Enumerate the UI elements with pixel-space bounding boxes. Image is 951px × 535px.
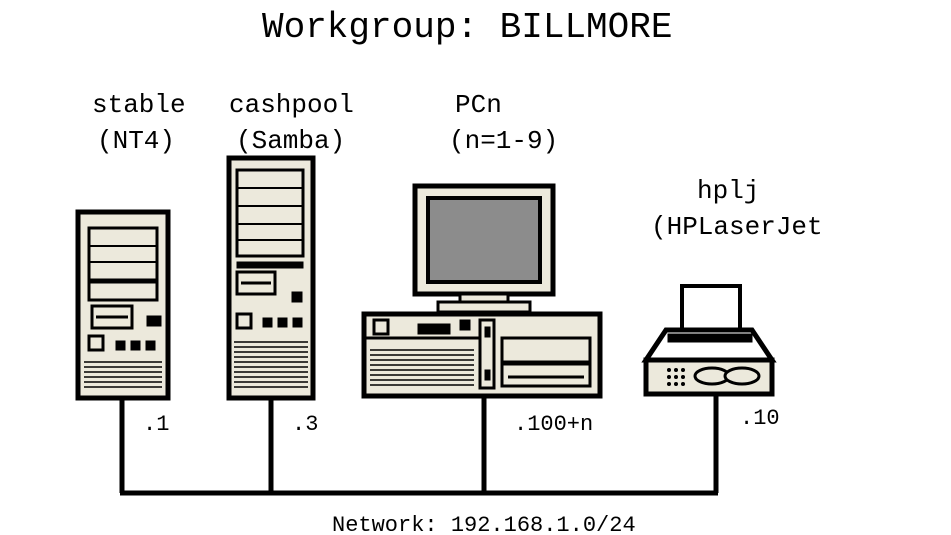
cashpool-name-label: cashpool	[229, 90, 354, 120]
hplj-role-label: (HPLaserJet	[651, 212, 823, 242]
network-bus	[119, 394, 719, 496]
stable-address-label: .1	[143, 412, 169, 437]
hplj-address-label: .10	[740, 406, 780, 431]
hplj-name-label: hplj	[697, 176, 759, 206]
workgroup-title: Workgroup: BILLMORE	[262, 7, 672, 48]
tall-tower-computer-icon	[226, 155, 316, 401]
stable-name-label: stable	[92, 90, 186, 120]
tower-computer-icon	[75, 209, 171, 401]
network-label: Network: 192.168.1.0/24	[332, 513, 636, 535]
cashpool-address-label: .3	[292, 412, 318, 437]
pcn-name-label: PCn	[455, 90, 502, 120]
cashpool-role-label: (Samba)	[236, 126, 345, 156]
pcn-role-label: (n=1-9)	[449, 126, 558, 156]
desktop-computer-icon	[361, 183, 603, 399]
stable-role-label: (NT4)	[97, 126, 175, 156]
pcn-address-label: .100+n	[514, 412, 593, 437]
laser-printer-icon	[641, 284, 777, 397]
